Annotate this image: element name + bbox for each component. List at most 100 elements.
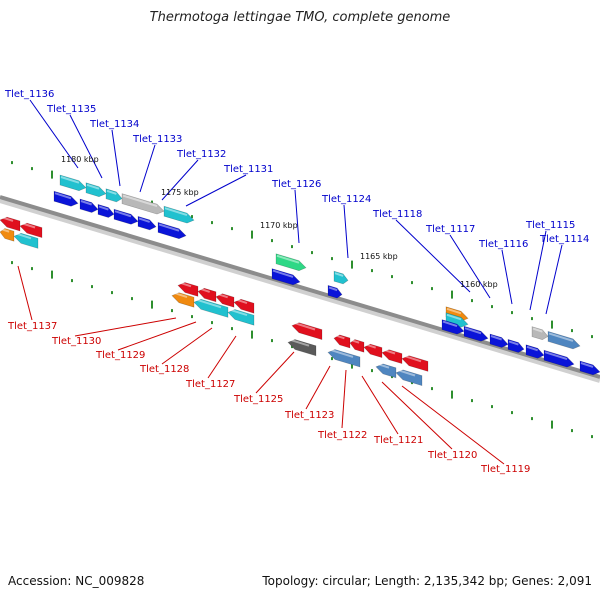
gene-arrow: [441, 319, 465, 335]
gene-arrow: [13, 232, 39, 249]
gene-arrow: [59, 174, 87, 192]
gene-highlight: [292, 321, 316, 331]
gene-label-tlet-1126[interactable]: Tlet_1126: [271, 179, 321, 190]
leader-line: [395, 219, 471, 293]
leader-line: [185, 174, 247, 207]
gene-highlight: [364, 343, 377, 349]
gene-highlight: [114, 210, 132, 218]
gene-highlight: [138, 217, 151, 223]
gene-label-tlet-1117[interactable]: Tlet_1117: [425, 224, 475, 235]
gene-highlight: [446, 313, 462, 321]
gene-label-tlet-1130[interactable]: Tlet_1130: [51, 336, 101, 347]
gene-label-tlet-1122[interactable]: Tlet_1122: [317, 430, 367, 441]
gene-label-tlet-1125[interactable]: Tlet_1125: [233, 394, 283, 405]
gene-label-tlet-1128[interactable]: Tlet_1128: [139, 364, 189, 375]
gene-arrow: [79, 198, 99, 213]
gene-highlight: [20, 222, 36, 229]
gene-highlight: [80, 200, 93, 206]
gene-label-tlet-1134[interactable]: Tlet_1134: [89, 119, 139, 130]
gene-highlight: [442, 320, 458, 328]
gene-label-tlet-1131[interactable]: Tlet_1131: [223, 164, 273, 175]
gene-label-tlet-1137[interactable]: Tlet_1137: [7, 321, 57, 332]
leader-line: [161, 327, 213, 365]
leader-line: [343, 204, 349, 259]
gene-arrow: [0, 216, 21, 232]
gene-label-tlet-1127[interactable]: Tlet_1127: [185, 379, 235, 390]
gene-arrow: [507, 338, 525, 353]
gene-arrow: [525, 344, 545, 359]
leader-line: [255, 351, 295, 394]
label-leader-lines: [17, 99, 563, 465]
gene-label-tlet-1120[interactable]: Tlet_1120: [427, 450, 477, 461]
leader-line: [74, 317, 177, 337]
gene-arrow: [85, 182, 107, 198]
gene-arrow: [327, 349, 361, 368]
gene-highlight: [402, 354, 422, 363]
gene-arrow: [547, 330, 581, 350]
gene-arrow: [395, 369, 423, 387]
gene-arrow: [579, 360, 600, 376]
gene-arrow: [97, 203, 115, 218]
gene-highlight: [334, 334, 345, 340]
gene-label-tlet-1123[interactable]: Tlet_1123: [284, 410, 334, 421]
gene-label-tlet-1114[interactable]: Tlet_1114: [539, 234, 589, 245]
gene-highlight: [106, 189, 117, 195]
gene-arrow: [0, 228, 15, 242]
leader-line: [161, 159, 199, 201]
kbp-marker-1180: 1180 kbp: [61, 155, 99, 164]
gene-label-tlet-1136[interactable]: Tlet_1136: [4, 89, 54, 100]
genome-backbone-shadow: [0, 197, 600, 383]
gene-arrow: [193, 298, 229, 318]
map-title: Thermotoga lettingae TMO, complete genom…: [149, 10, 451, 25]
leader-line: [449, 234, 491, 299]
gene-label-tlet-1121[interactable]: Tlet_1121: [373, 435, 423, 446]
gene-highlight: [446, 307, 462, 315]
kbp-marker-1160: 1160 kbp: [460, 280, 498, 289]
gene-highlight: [98, 205, 109, 211]
leader-line: [545, 244, 563, 315]
gene-arrow: [137, 215, 157, 231]
gene-highlight: [544, 351, 568, 361]
leader-line: [69, 114, 103, 179]
gene-arrow: [531, 326, 549, 341]
gene-label-tlet-1115[interactable]: Tlet_1115: [525, 220, 575, 231]
gene-label-tlet-1118[interactable]: Tlet_1118: [372, 209, 422, 220]
gene-highlight: [54, 192, 72, 200]
leader-line: [401, 385, 505, 465]
gene-arrow: [349, 339, 365, 353]
gene-arrow: [333, 334, 351, 349]
leader-line: [501, 249, 513, 305]
gene-highlight: [178, 281, 192, 288]
gene-arrow: [197, 287, 217, 303]
forward-gene-labels: Tlet_1136 Tlet_1135 Tlet_1134 Tlet_1133 …: [4, 89, 589, 250]
gene-highlight: [526, 345, 539, 352]
gene-highlight: [60, 176, 80, 184]
leader-line: [305, 365, 331, 410]
gene-label-tlet-1133[interactable]: Tlet_1133: [132, 134, 182, 145]
gene-label-tlet-1135[interactable]: Tlet_1135: [46, 104, 96, 115]
gene-label-tlet-1124[interactable]: Tlet_1124: [321, 194, 371, 205]
gene-highlight: [334, 272, 344, 277]
gene-label-tlet-1132[interactable]: Tlet_1132: [176, 149, 226, 160]
gene-highlight: [198, 287, 211, 293]
gene-highlight: [172, 291, 188, 299]
gene-arrow: [333, 270, 349, 285]
gene-features: [0, 174, 600, 387]
gene-highlight: [86, 183, 100, 190]
leader-line: [381, 381, 453, 450]
gene-arrow: [271, 268, 301, 286]
gene-highlight: [14, 232, 32, 240]
gene-arrow: [291, 322, 323, 341]
gene-highlight: [580, 362, 594, 368]
gene-arrow: [489, 333, 509, 348]
gene-highlight: [376, 362, 390, 369]
gene-arrow: [227, 309, 255, 326]
gene-highlight: [234, 298, 248, 305]
gene-label-tlet-1129[interactable]: Tlet_1129: [95, 350, 145, 361]
leader-line: [111, 129, 121, 187]
gene-highlight: [508, 340, 519, 346]
gene-highlight: [464, 327, 482, 335]
gene-label-tlet-1116[interactable]: Tlet_1116: [478, 239, 528, 250]
gene-label-tlet-1119[interactable]: Tlet_1119: [480, 464, 530, 475]
